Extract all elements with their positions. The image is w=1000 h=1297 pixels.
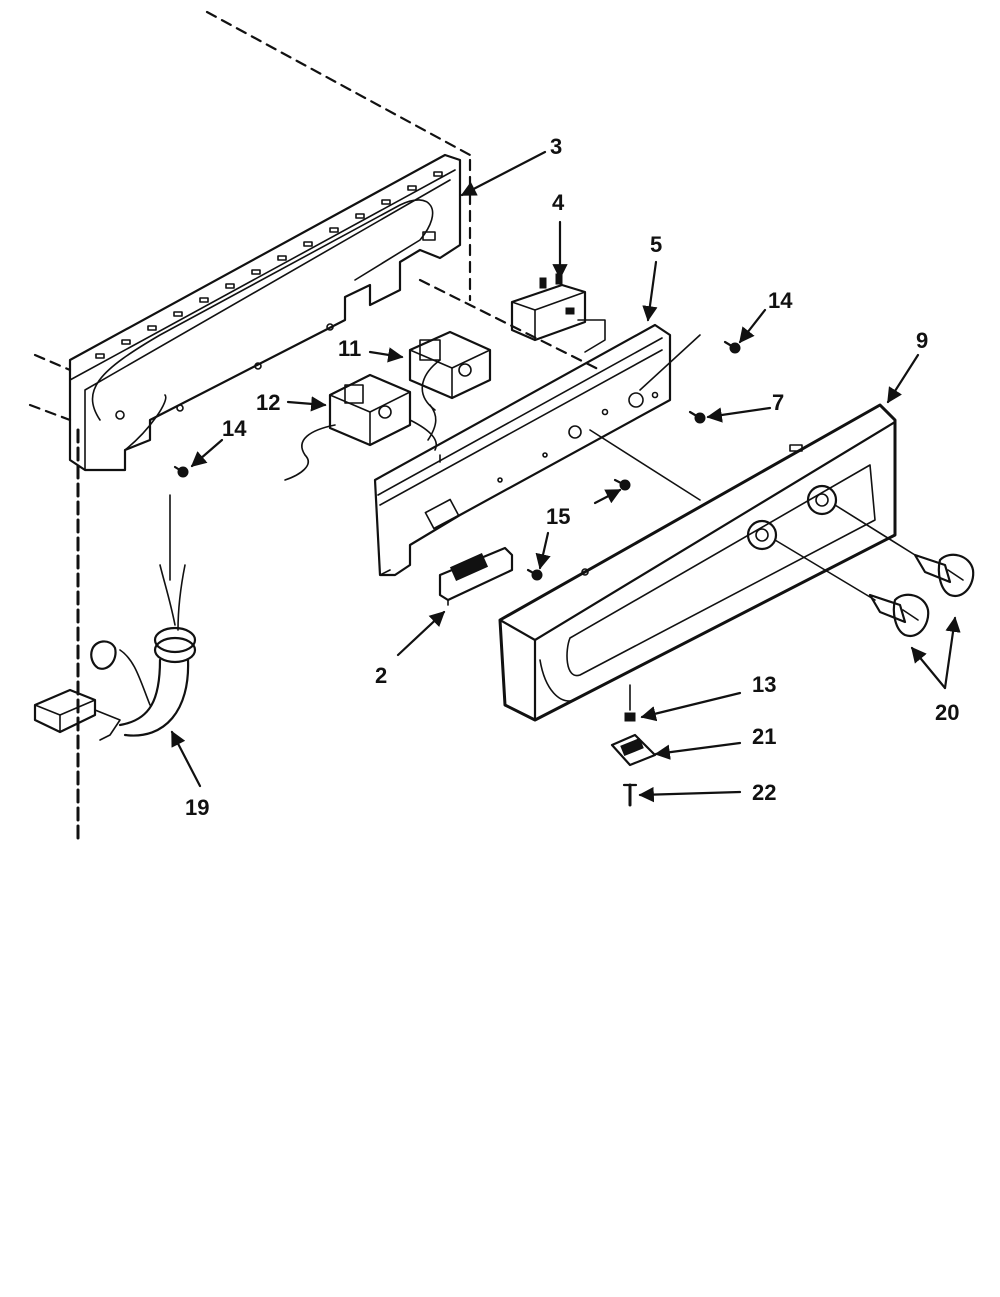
screw-14a [723,340,741,354]
callouts: 3 4 5 14 9 11 12 7 14 15 2 13 20 21 22 1… [185,134,959,820]
screw-14b [173,465,189,478]
callout-11: 11 [338,336,361,361]
console-panel [498,403,897,722]
nut-13 [624,684,636,722]
leader-lines [170,150,961,803]
callout-14-top: 14 [768,288,793,313]
screw-15a [613,478,631,491]
clip-21 [610,733,657,767]
connector-2 [438,546,514,606]
callout-3: 3 [550,134,562,159]
screw-22 [622,783,638,807]
callout-15: 15 [546,504,570,529]
knobs-20 [868,553,975,638]
switch-11 [408,330,492,441]
callout-14-left: 14 [222,416,247,441]
harness-19 [33,494,197,741]
screw-15b [526,568,543,581]
callout-5: 5 [650,232,662,257]
screw-7 [688,410,706,424]
callout-21: 21 [752,724,776,749]
callout-19: 19 [185,795,209,820]
bracket-slots [95,171,443,359]
rear-bracket [68,153,462,472]
callout-13: 13 [752,672,776,697]
callout-20: 20 [935,700,959,725]
cabinet-outline [28,10,602,842]
callout-4: 4 [552,190,565,215]
callout-12: 12 [256,390,280,415]
switch-12 [284,373,437,481]
callout-9: 9 [916,328,928,353]
switch-4 [510,273,606,353]
front-bracket [373,323,672,577]
callout-2: 2 [375,663,387,688]
callout-7: 7 [772,390,784,415]
callout-22: 22 [752,780,776,805]
